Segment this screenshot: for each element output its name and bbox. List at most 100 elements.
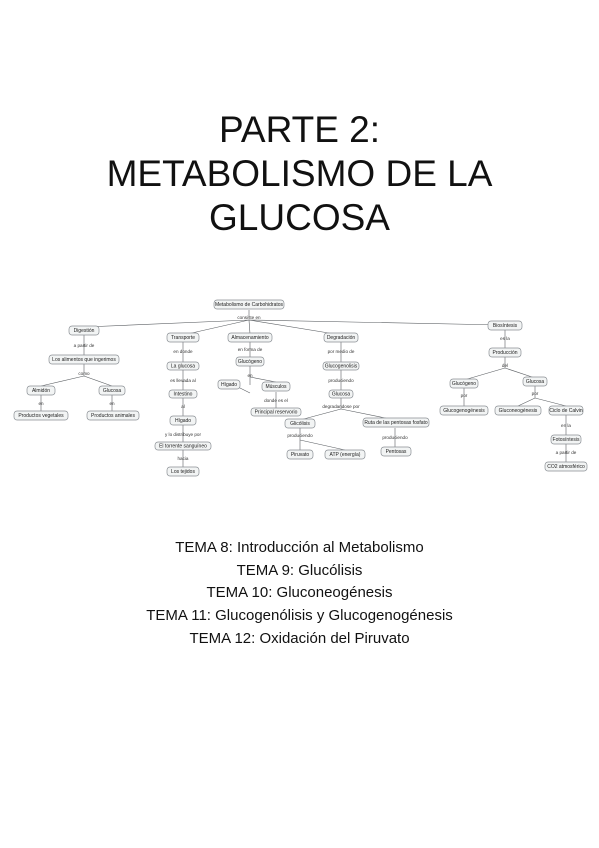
label-apartir: a partir de xyxy=(74,343,95,348)
node-pentosas: Ruta de las pentosas fosfato xyxy=(362,417,430,428)
svg-text:ATP (energía): ATP (energía) xyxy=(330,452,361,458)
label-por-1: por xyxy=(461,393,468,398)
node-glucogeno: Glucógeno xyxy=(235,356,265,367)
svg-text:Fotosíntesis: Fotosíntesis xyxy=(553,437,580,443)
svg-text:Transporte: Transporte xyxy=(171,335,195,341)
node-gluconeogenesis: Gluconeogénesis xyxy=(494,405,542,416)
label-por-medio: por medio de xyxy=(328,349,355,354)
node-glucosa-a: Glucosa xyxy=(98,385,126,396)
node-fotosintesis: Fotosíntesis xyxy=(550,434,582,445)
label-en-forma-de: en forma de xyxy=(238,347,263,352)
svg-text:Glucógeno: Glucógeno xyxy=(452,381,476,387)
title-line-3: GLUCOSA xyxy=(209,197,390,238)
svg-text:Gluconeogénesis: Gluconeogénesis xyxy=(499,408,538,414)
svg-text:La glucosa: La glucosa xyxy=(171,364,195,370)
label-al: al xyxy=(181,404,185,409)
node-piruvato: Piruvato xyxy=(286,449,314,460)
svg-text:Hígado: Hígado xyxy=(221,382,237,388)
concept-map-nodes: Metabolismo de Carbohidratos Digestión L… xyxy=(13,299,588,477)
node-pentosa: Pentosas xyxy=(380,446,412,457)
node-tejidos: Los tejidos xyxy=(166,466,200,477)
svg-text:Almidón: Almidón xyxy=(32,388,50,394)
svg-text:Glucosa: Glucosa xyxy=(103,388,122,394)
title-line-1: PARTE 2: xyxy=(218,109,381,150)
label-produciendo-3: produciendo xyxy=(382,435,408,440)
label-distribuye: y lo distribuye por xyxy=(165,432,201,437)
node-intestino: Intestino xyxy=(168,389,198,399)
label-por-2: por xyxy=(532,391,539,396)
svg-text:Producción: Producción xyxy=(492,350,517,356)
svg-text:Pentosas: Pentosas xyxy=(386,449,407,455)
topic-item: TEMA 10: Gluconeogénesis xyxy=(206,584,393,602)
node-musculos: Músculos xyxy=(261,381,291,392)
node-co2: CO2 atmosférico xyxy=(544,461,588,472)
topic-item: TEMA 9: Glucólisis xyxy=(236,561,363,579)
node-prod-animales: Productos animales xyxy=(86,410,140,421)
svg-text:Metabolismo de Carbohidratos: Metabolismo de Carbohidratos xyxy=(215,302,284,308)
page-title: PARTE 2: METABOLISMO DE LA GLUCOSA xyxy=(0,108,599,240)
node-torrente: El torrente sanguíneo xyxy=(154,441,212,451)
node-atp: ATP (energía) xyxy=(324,449,366,460)
concept-map: consiste en a partir de como en en en do… xyxy=(13,299,588,477)
node-prod-vegetales: Productos vegetales xyxy=(13,410,69,421)
node-reservorio: Principal reservorio xyxy=(250,407,302,417)
svg-text:Glucógeno: Glucógeno xyxy=(238,359,262,365)
label-consiste: consiste en xyxy=(237,315,261,320)
svg-text:Productos vegetales: Productos vegetales xyxy=(18,413,64,419)
label-produciendo-2: produciendo xyxy=(287,433,313,438)
node-root: Metabolismo de Carbohidratos xyxy=(213,299,285,310)
node-digestion: Digestión xyxy=(68,325,100,336)
node-glicolisis: Glicólisis xyxy=(284,418,316,429)
node-la-glucosa: La glucosa xyxy=(166,361,200,371)
label-en-1: en xyxy=(38,401,44,406)
label-del: del xyxy=(502,363,508,368)
node-calvin: Ciclo de Calvin xyxy=(548,405,584,416)
svg-text:Glucosa: Glucosa xyxy=(526,379,545,385)
svg-text:Glicólisis: Glicólisis xyxy=(290,421,310,427)
svg-text:Ciclo de Calvin: Ciclo de Calvin xyxy=(549,408,583,414)
label-como: como xyxy=(78,371,90,376)
svg-text:Digestión: Digestión xyxy=(74,328,95,334)
topic-item: TEMA 12: Oxidación del Piruvato xyxy=(189,629,410,647)
title-line-2: METABOLISMO DE LA xyxy=(106,153,493,194)
node-glucogenogenesis: Glucogenogénesis xyxy=(439,405,489,416)
topic-list: TEMA 8: Introducción al Metabolismo TEMA… xyxy=(0,537,599,651)
label-en-donde: en donde xyxy=(173,349,193,354)
svg-text:Piruvato: Piruvato xyxy=(291,452,310,458)
node-biosintesis: Biosíntesis xyxy=(487,320,523,331)
label-hacia: hacia xyxy=(178,456,189,461)
svg-text:Productos animales: Productos animales xyxy=(91,413,135,419)
node-glucosa-b: Glucosa xyxy=(522,376,548,387)
svg-text:Glucogenolisis: Glucogenolisis xyxy=(325,364,358,370)
svg-text:Músculos: Músculos xyxy=(265,384,287,390)
svg-text:Biosíntesis: Biosíntesis xyxy=(493,323,518,329)
svg-text:Almacenamiento: Almacenamiento xyxy=(231,335,268,341)
label-produciendo-1: produciendo xyxy=(328,378,354,383)
node-almidon: Almidón xyxy=(26,385,56,396)
node-produccion: Producción xyxy=(488,347,522,358)
concept-map-edges xyxy=(40,310,567,467)
label-a-partir-de-2: a partir de xyxy=(556,450,577,455)
svg-text:El torrente sanguíneo: El torrente sanguíneo xyxy=(159,444,207,450)
svg-text:Degradación: Degradación xyxy=(327,335,356,341)
label-donde-es: donde es el xyxy=(264,398,288,403)
svg-text:Glucogenogénesis: Glucogenogénesis xyxy=(443,408,485,414)
label-en-2: en xyxy=(109,401,115,406)
label-es-llevada: es llevada al xyxy=(170,378,196,383)
topic-item: TEMA 8: Introducción al Metabolismo xyxy=(175,539,424,556)
svg-text:Los tejidos: Los tejidos xyxy=(171,469,195,475)
topic-item: TEMA 11: Glucogenólisis y Glucogenogénes… xyxy=(146,607,453,625)
label-degradandose: degradandose por xyxy=(322,404,360,409)
concept-map-link-labels: consiste en a partir de como en en en do… xyxy=(38,315,576,461)
node-glucogeno-b: Glucógeno xyxy=(449,378,479,389)
svg-text:Intestino: Intestino xyxy=(174,392,193,398)
label-es-la: es la xyxy=(500,336,510,341)
node-almacenamiento: Almacenamiento xyxy=(227,332,273,343)
label-en-la: en la xyxy=(561,423,571,428)
label-en: en xyxy=(247,373,253,378)
node-higado-a: Hígado xyxy=(217,379,241,390)
svg-text:Glucosa: Glucosa xyxy=(332,392,351,398)
node-alimentos: Los alimentos que ingerimos xyxy=(48,354,120,365)
svg-text:Principal reservorio: Principal reservorio xyxy=(255,410,298,416)
node-higado-t: Hígado xyxy=(169,415,197,426)
